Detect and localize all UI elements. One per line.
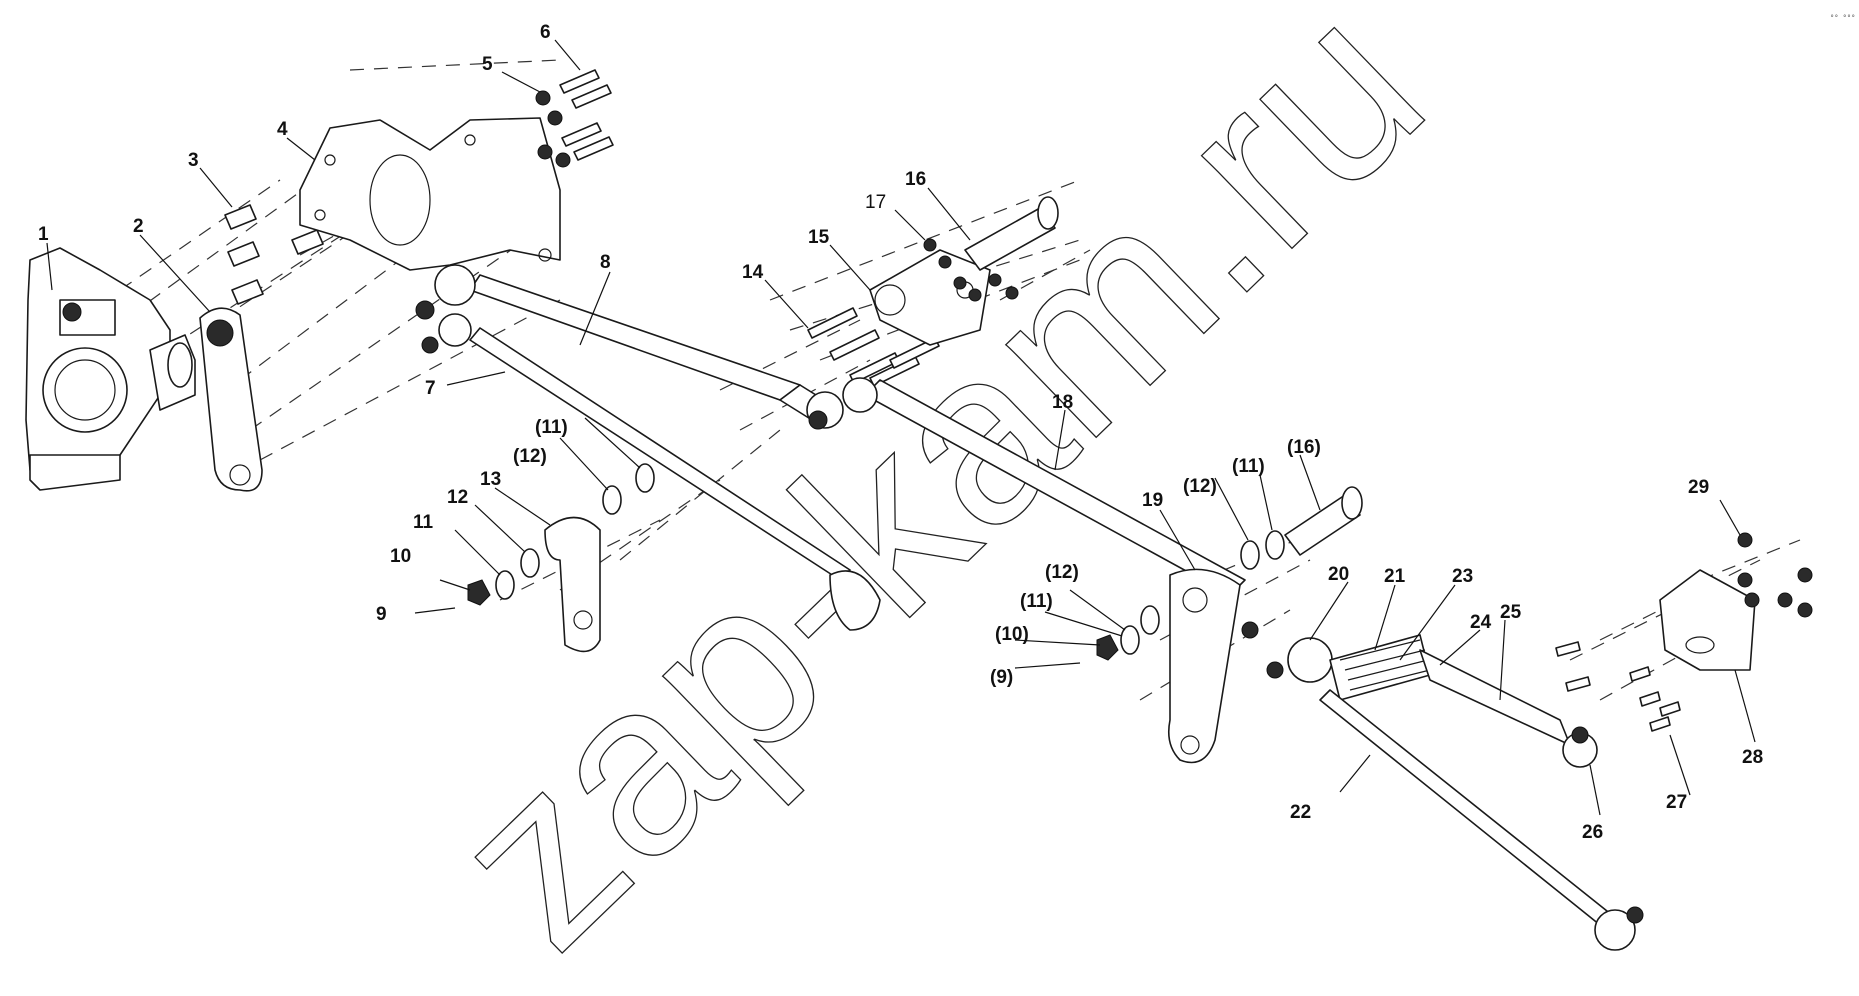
callout-10: 10 <box>390 546 411 567</box>
callout-6: 6 <box>540 22 551 43</box>
mounting-bracket <box>299 117 561 271</box>
pin-16-nuts-17 <box>923 196 1059 302</box>
callout-29: 29 <box>1688 477 1709 498</box>
callout-19: 19 <box>1142 490 1163 511</box>
bolts-14 <box>807 307 940 387</box>
bolts-3 <box>224 204 324 305</box>
pitman-arm <box>199 307 263 492</box>
callout-7: 7 <box>425 378 436 399</box>
rod-7 <box>421 313 881 631</box>
callout-16: 16 <box>905 169 926 190</box>
callout-8: 8 <box>600 252 611 273</box>
leader-lines <box>46 39 1756 816</box>
callout-23: 23 <box>1452 566 1473 587</box>
callout-paren-12-right-top: (12) <box>1183 476 1217 497</box>
callout-paren-11-right: (11) <box>1020 591 1053 612</box>
drag-link-8 <box>415 264 844 430</box>
callout-11: 11 <box>413 512 434 533</box>
bracket-28 <box>1659 569 1756 671</box>
callout-20: 20 <box>1328 564 1349 585</box>
callout-paren-11-right-top: (11) <box>1232 456 1265 477</box>
tie-rod-18 <box>842 377 1259 639</box>
idler-arm-19 <box>1167 568 1241 764</box>
callout-18: 18 <box>1052 392 1073 413</box>
callout-labels: 1 2 3 4 5 6 7 8 9 10 11 12 13 14 15 16 1… <box>38 14 1855 843</box>
callout-25: 25 <box>1500 602 1522 623</box>
callout-4: 4 <box>277 119 288 140</box>
callout-17: 17 <box>865 192 886 213</box>
callout-paren-16-right: (16) <box>1287 437 1321 458</box>
corner-mark: °° °°° <box>1830 14 1855 22</box>
callout-28: 28 <box>1742 747 1763 768</box>
callout-27: 27 <box>1666 792 1687 813</box>
callout-paren-9-right: (9) <box>990 667 1013 688</box>
hardware-9-13 <box>414 463 655 653</box>
callout-13: 13 <box>480 469 501 490</box>
callout-1: 1 <box>38 224 49 245</box>
watermark-text: zap-kam.ru <box>401 0 1473 996</box>
callout-5: 5 <box>482 54 493 75</box>
callout-paren-12-left: (12) <box>513 446 547 467</box>
nuts-bolts-5-6 <box>535 69 614 168</box>
callout-paren-11-left: (11) <box>535 417 568 438</box>
callout-paren-10-right: (10) <box>995 624 1029 645</box>
callout-26: 26 <box>1582 822 1603 843</box>
bolts-27-nuts-29 <box>1555 532 1813 732</box>
callout-paren-12-right: (12) <box>1045 562 1079 583</box>
power-cylinder-20-25 <box>1266 634 1598 768</box>
callout-9: 9 <box>376 604 387 625</box>
callout-22: 22 <box>1290 802 1311 823</box>
steering-gear <box>25 247 196 491</box>
hardware-9-12-right <box>1014 486 1363 669</box>
callout-24: 24 <box>1470 612 1492 633</box>
callout-21: 21 <box>1384 566 1406 587</box>
callout-15: 15 <box>808 227 830 248</box>
callout-3: 3 <box>188 150 199 171</box>
callout-12: 12 <box>447 487 468 508</box>
callout-2: 2 <box>133 216 144 237</box>
callout-14: 14 <box>742 262 764 283</box>
rod-22 <box>1319 689 1644 951</box>
